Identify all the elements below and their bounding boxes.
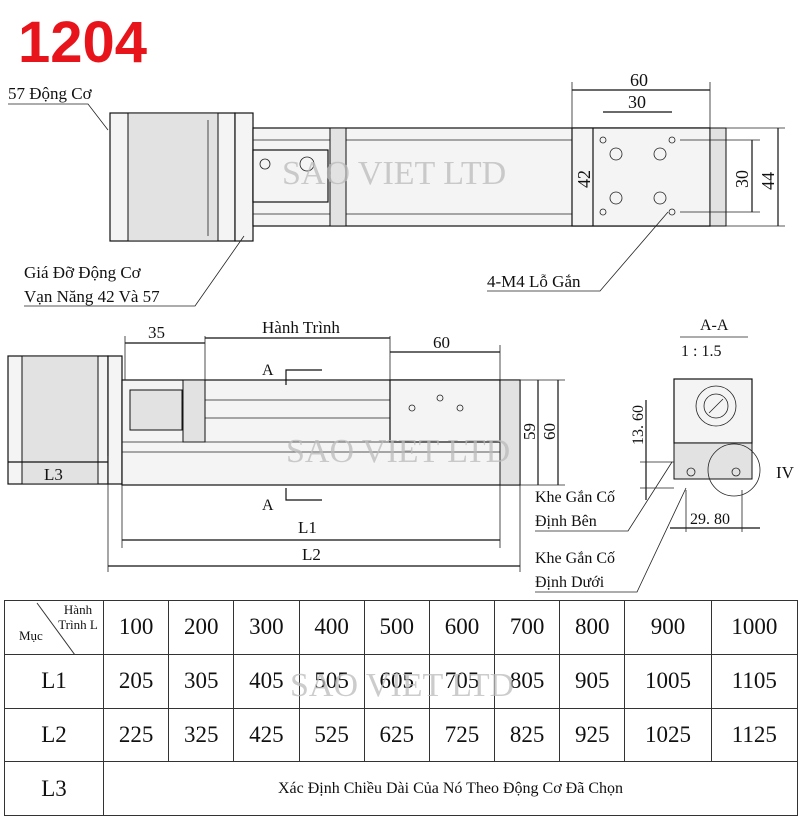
mount-holes xyxy=(599,136,676,216)
dim-42: 42 xyxy=(574,170,594,188)
value-cell: 305 xyxy=(168,653,235,709)
value-cell: 205 xyxy=(102,653,170,709)
dim-30-side: 30 xyxy=(732,170,752,188)
dim-59: 59 xyxy=(520,423,539,440)
dim-l3: L3 xyxy=(44,465,63,484)
corner-bottom: Mục xyxy=(19,628,43,643)
value-cell: 625 xyxy=(363,707,430,763)
side-block xyxy=(389,379,501,443)
value-cell: 1025 xyxy=(624,707,712,763)
value-cell: 1105 xyxy=(710,653,799,709)
stroke-cell: 1000 xyxy=(710,600,799,655)
stroke-cell: 200 xyxy=(168,600,235,655)
value-cell: 825 xyxy=(494,707,561,763)
watermark-top: SAO VIET LTD xyxy=(282,155,506,192)
dim-30-top: 30 xyxy=(628,92,646,112)
bracket-label-2: Vạn Năng 42 Và 57 xyxy=(24,287,160,306)
table-row: L3 Xác Định Chiều Dài Của Nó Theo Động C… xyxy=(4,761,798,816)
value-cell: 925 xyxy=(559,707,626,763)
section-marker-top: A xyxy=(262,362,274,379)
corner-top: Hành xyxy=(63,602,93,617)
section-marker-bottom: A xyxy=(262,497,274,514)
stroke-cell: 500 xyxy=(363,600,430,655)
value-cell: 325 xyxy=(168,707,235,763)
dim-13-60: 13. 60 xyxy=(630,405,647,445)
value-cell: 225 xyxy=(102,707,170,763)
stroke-cell: 400 xyxy=(298,600,365,655)
side-slot-label-1: Khe Gắn Cố xyxy=(535,489,615,506)
side-slot-label-2: Định Bên xyxy=(535,513,597,530)
value-cell: 1005 xyxy=(624,653,712,709)
motor-bracket xyxy=(234,112,254,242)
value-cell: 605 xyxy=(363,653,430,709)
stroke-cell: 800 xyxy=(559,600,626,655)
top-view: 60 30 42 30 44 57 Động Cơ Giá Đỡ Động Cơ… xyxy=(8,70,785,307)
motor-label: 57 Động Cơ xyxy=(8,84,93,103)
dim-l1: L1 xyxy=(298,518,317,537)
dim-60-top: 60 xyxy=(630,70,648,90)
coupler xyxy=(129,389,183,431)
stroke-cell: 900 xyxy=(624,600,712,655)
detail-label: IV xyxy=(776,463,795,482)
row-label: L3 xyxy=(4,761,104,816)
value-cell: 405 xyxy=(233,653,300,709)
value-cell: 525 xyxy=(298,707,365,763)
value-cell: 725 xyxy=(428,707,496,763)
value-cell: 505 xyxy=(298,653,365,709)
side-view: A A 35 Hành Trình 60 59 60 L3 L1 L2 xyxy=(7,318,565,572)
bottom-slot-label-2: Định Dưới xyxy=(535,574,605,591)
technical-drawing: 1204 60 30 42 30 44 57 Động Cơ xyxy=(7,10,795,593)
dim-l2: L2 xyxy=(302,545,321,564)
value-cell: 705 xyxy=(428,653,496,709)
dim-44: 44 xyxy=(758,172,778,190)
bracket-label-1: Giá Đỡ Động Cơ xyxy=(24,263,142,282)
value-cell: 425 xyxy=(233,707,300,763)
value-cell: 805 xyxy=(494,653,561,709)
corner-top2: Trình L xyxy=(58,617,98,632)
dim-35: 35 xyxy=(148,323,165,342)
l3-note: Xác Định Chiều Dài Của Nó Theo Động Cơ Đ… xyxy=(103,761,798,816)
dim-stroke: Hành Trình xyxy=(262,318,340,337)
diagonal-divider xyxy=(36,602,76,655)
section-title: A-A xyxy=(700,317,729,334)
dim-29-80: 29. 80 xyxy=(690,511,730,528)
row-label: L2 xyxy=(4,707,104,763)
stroke-cell: 100 xyxy=(102,600,170,655)
row-label: L1 xyxy=(4,653,104,709)
stroke-cell: 300 xyxy=(233,600,300,655)
value-cell: 905 xyxy=(559,653,626,709)
profile-section xyxy=(673,442,753,480)
stroke-cell: 600 xyxy=(428,600,496,655)
section-view: A-A 1 : 1.5 IV 13. 60 29. 80 Khe Gắn Cố … xyxy=(535,317,795,593)
section-scale: 1 : 1.5 xyxy=(681,343,721,360)
holes-label: 4-M4 Lỗ Gắn xyxy=(487,272,581,291)
dim-60-block: 60 xyxy=(433,333,450,352)
dim-60-height: 60 xyxy=(540,423,559,440)
table-row: L2 225 325 425 525 625 725 825 925 1025 … xyxy=(4,707,799,763)
model-title: 1204 xyxy=(18,10,147,75)
table-row: L1 205 305 405 505 605 705 805 905 1005 … xyxy=(4,653,799,709)
watermark-middle: SAO VIET LTD xyxy=(286,433,510,470)
slider-block xyxy=(571,127,711,227)
stroke-cell: 700 xyxy=(494,600,561,655)
bottom-slot-label-1: Khe Gắn Cố xyxy=(535,550,615,567)
detail-circle xyxy=(707,443,761,497)
value-cell: 1125 xyxy=(710,707,799,763)
